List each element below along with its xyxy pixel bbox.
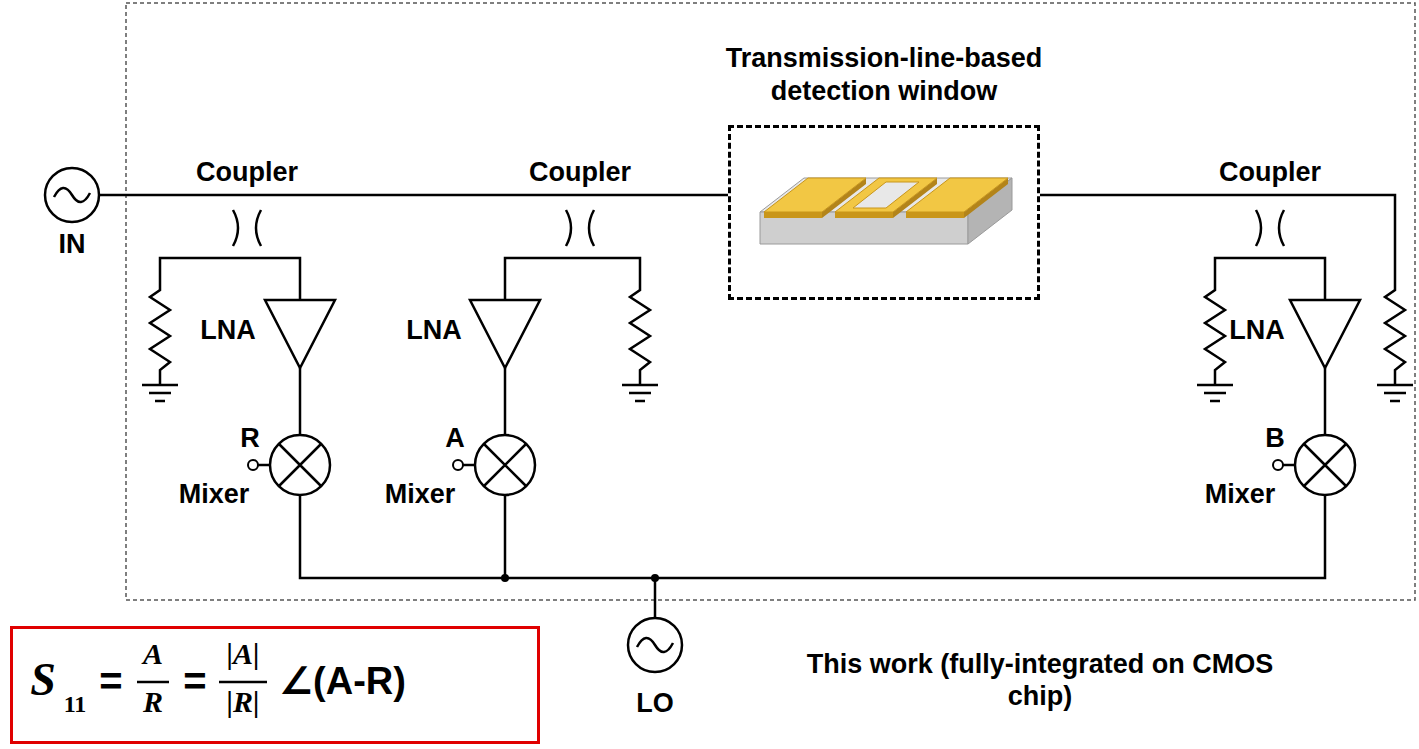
mixer-cross bbox=[1304, 444, 1346, 486]
branch-wire bbox=[1205, 258, 1325, 385]
main-line bbox=[99, 194, 728, 197]
coupler-label: Coupler bbox=[196, 156, 298, 188]
note-label: This work (fully-integrated on CMOS chip… bbox=[805, 648, 1275, 713]
substrate-front bbox=[760, 212, 968, 244]
wires bbox=[45, 3, 1415, 672]
lna-label: LNA bbox=[406, 314, 462, 346]
coupler-symbol bbox=[1256, 210, 1284, 246]
ground-symbol bbox=[1197, 385, 1233, 401]
mixer-symbol bbox=[1295, 435, 1355, 495]
formula-symbol: S bbox=[30, 655, 56, 706]
formula-numerator: A bbox=[143, 637, 163, 670]
ground-symbol bbox=[1377, 385, 1413, 401]
source-symbol bbox=[628, 618, 682, 672]
metal-strip bbox=[906, 178, 1008, 212]
formula-angle: ∠(A-R) bbox=[279, 661, 406, 703]
fraction-bar bbox=[219, 681, 267, 684]
formula-operator: = bbox=[183, 659, 206, 703]
source-tilde bbox=[637, 638, 673, 652]
coupler-symbol bbox=[233, 210, 261, 246]
port-label: IN bbox=[59, 228, 86, 260]
wire bbox=[504, 368, 507, 435]
fraction-bars bbox=[13, 629, 537, 741]
window-heading: Transmission-line-based detection window bbox=[694, 42, 1074, 108]
fraction-bar bbox=[137, 681, 169, 684]
lna-label: LNA bbox=[1229, 314, 1285, 346]
lo-wire bbox=[654, 578, 657, 618]
coupler-symbol bbox=[566, 210, 594, 246]
coupler-label: Coupler bbox=[1219, 156, 1321, 188]
wire bbox=[258, 464, 270, 467]
termination-resistor bbox=[1040, 195, 1405, 385]
wire bbox=[1324, 368, 1327, 435]
mixer-label: Mixer bbox=[1205, 478, 1276, 510]
output-terminal bbox=[1273, 460, 1283, 470]
formula-numerator: |A| bbox=[226, 637, 259, 670]
output-label: A bbox=[445, 422, 465, 454]
source-tilde bbox=[54, 188, 90, 202]
formula-denominator: R bbox=[143, 685, 163, 718]
lo-wire bbox=[504, 495, 507, 578]
lna-symbol bbox=[1290, 300, 1360, 368]
junction-dot bbox=[651, 574, 659, 582]
lna-symbol bbox=[265, 300, 335, 368]
metal-edge bbox=[835, 212, 893, 218]
mixer-cross bbox=[279, 444, 321, 486]
output-label: R bbox=[240, 422, 260, 454]
ground-symbol bbox=[622, 385, 658, 401]
port-label: LO bbox=[636, 687, 674, 719]
mixer-label: Mixer bbox=[385, 478, 456, 510]
formula-operator: = bbox=[99, 659, 122, 703]
ground-symbol bbox=[142, 385, 178, 401]
coupler-label: Coupler bbox=[529, 156, 631, 188]
wire bbox=[463, 464, 475, 467]
mixer-symbol bbox=[475, 435, 535, 495]
output-terminal bbox=[248, 460, 258, 470]
formula-box: S 11 = AR = |A| |R| ∠(A-R) bbox=[10, 626, 540, 744]
wire bbox=[299, 368, 302, 435]
source-symbol bbox=[45, 168, 99, 222]
output-label: B bbox=[1265, 422, 1285, 454]
chip-border bbox=[126, 3, 1415, 600]
lna-symbol bbox=[470, 300, 540, 368]
formula-denominator: |R| bbox=[226, 685, 259, 718]
chip-illustration bbox=[760, 178, 1012, 244]
wire bbox=[1283, 464, 1295, 467]
branch-wire bbox=[505, 258, 650, 385]
mixer-symbol bbox=[270, 435, 330, 495]
mixer-label: Mixer bbox=[179, 478, 250, 510]
mixer-cross bbox=[484, 444, 526, 486]
formula-subscript: 11 bbox=[64, 691, 87, 717]
metal-edge bbox=[906, 212, 964, 218]
branch-wire bbox=[150, 258, 300, 385]
output-terminal bbox=[453, 460, 463, 470]
detection-window: Transmission-line-based detection window bbox=[728, 125, 1040, 300]
junction-dot bbox=[501, 574, 509, 582]
metal-edge bbox=[764, 212, 822, 218]
lna-label: LNA bbox=[200, 314, 256, 346]
